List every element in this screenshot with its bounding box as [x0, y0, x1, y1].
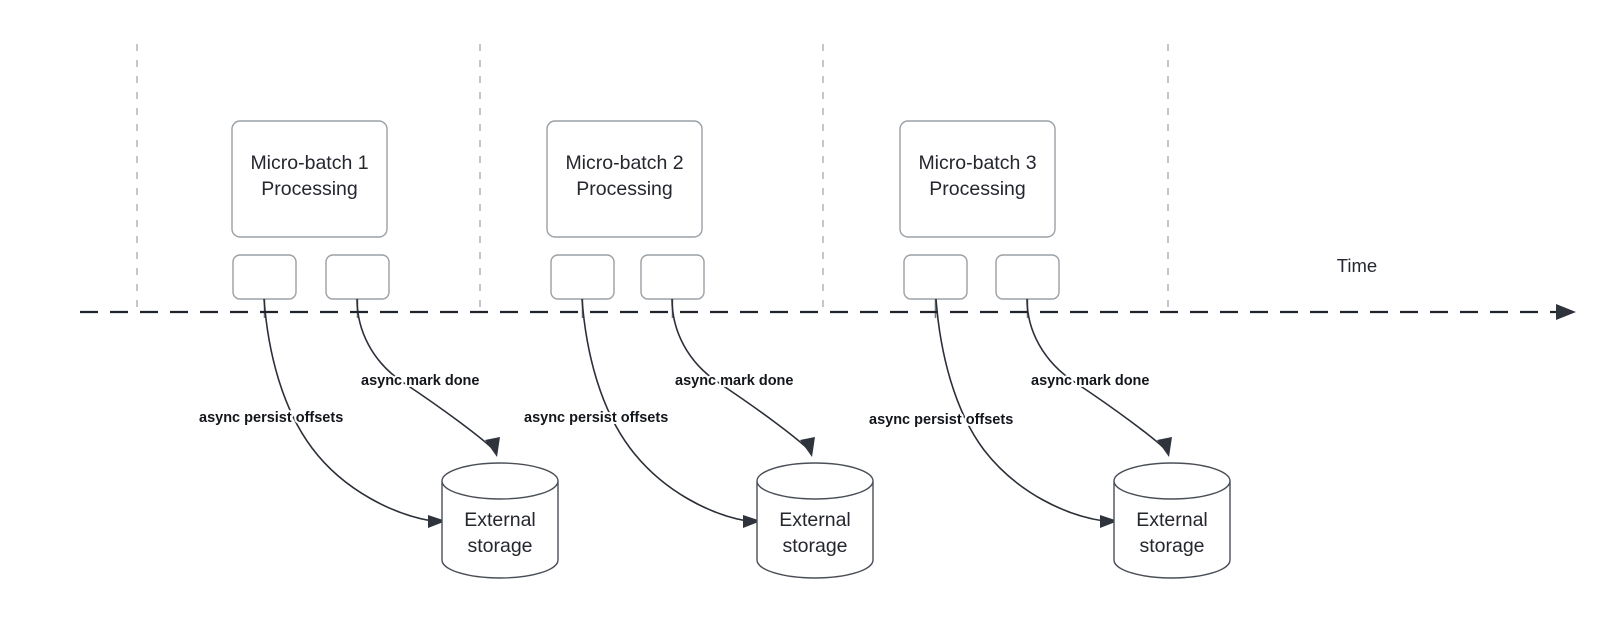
mark-done-3-label: async mark done	[1031, 373, 1149, 389]
mark-done-3-arrowhead	[1157, 437, 1172, 457]
storage-2-label-line2: storage	[782, 535, 847, 557]
storage-3-top[interactable]	[1113, 462, 1231, 500]
micro-batch-box-1[interactable]	[231, 120, 388, 238]
storage-1-body[interactable]	[441, 481, 559, 579]
mark-done-2-label-halo: async mark done	[675, 373, 793, 389]
storage-3-label-line2: storage	[1139, 535, 1204, 557]
task-box-1-1[interactable]	[232, 254, 297, 300]
persist-offsets-2-label: async persist offsets	[524, 410, 668, 426]
persist-offsets-3-curve	[935, 298, 1105, 522]
persist-offsets-3-label: async persist offsets	[869, 412, 1013, 428]
storage-2-top[interactable]	[756, 462, 874, 500]
storage-3-label-line1: External	[1136, 509, 1208, 531]
mark-done-1-curve	[356, 298, 493, 449]
storage-2-label-line1: External	[779, 509, 851, 531]
mark-done-3-label-halo: async mark done	[1031, 373, 1149, 389]
task-box-3-2[interactable]	[995, 254, 1060, 300]
persist-offsets-1-arrowhead	[428, 515, 446, 528]
task-box-3-1[interactable]	[903, 254, 968, 300]
persist-offsets-2-curve	[581, 298, 748, 522]
storage-2-body[interactable]	[756, 481, 874, 579]
micro-batch-label-line1-2: Micro-batch 2	[565, 152, 683, 174]
mark-done-2-curve	[671, 298, 808, 449]
task-box-1-2[interactable]	[325, 254, 390, 300]
mark-done-1-label-halo: async mark done	[361, 373, 479, 389]
task-box-2-1[interactable]	[550, 254, 615, 300]
task-box-2-2[interactable]	[640, 254, 705, 300]
persist-offsets-3-label-halo: async persist offsets	[869, 412, 1013, 428]
mark-done-2-arrowhead	[800, 437, 815, 457]
persist-offsets-1-label: async persist offsets	[199, 410, 343, 426]
storage-1-label-line1: External	[464, 509, 536, 531]
micro-batch-label-line2-1: Processing	[261, 178, 357, 200]
micro-batch-label-line2-3: Processing	[929, 178, 1025, 200]
storage-1-top[interactable]	[441, 462, 559, 500]
micro-batch-box-3[interactable]	[899, 120, 1056, 238]
storage-3-body[interactable]	[1113, 481, 1231, 579]
storage-1-label-line2: storage	[467, 535, 532, 557]
mark-done-1-label: async mark done	[361, 373, 479, 389]
micro-batch-label-line2-2: Processing	[576, 178, 672, 200]
micro-batch-label-line1-3: Micro-batch 3	[918, 152, 1036, 174]
persist-offsets-1-curve	[263, 298, 433, 522]
persist-offsets-2-arrowhead	[743, 515, 761, 528]
persist-offsets-1-label-halo: async persist offsets	[199, 410, 343, 426]
time-axis-label: Time	[1337, 255, 1377, 276]
persist-offsets-2-label-halo: async persist offsets	[524, 410, 668, 426]
mark-done-2-label: async mark done	[675, 373, 793, 389]
timeline-arrowhead	[1556, 304, 1576, 320]
mark-done-1-arrowhead	[485, 437, 500, 457]
micro-batch-label-line1-1: Micro-batch 1	[250, 152, 368, 174]
persist-offsets-3-arrowhead	[1100, 515, 1118, 528]
micro-batch-box-2[interactable]	[546, 120, 703, 238]
mark-done-3-curve	[1026, 298, 1165, 449]
